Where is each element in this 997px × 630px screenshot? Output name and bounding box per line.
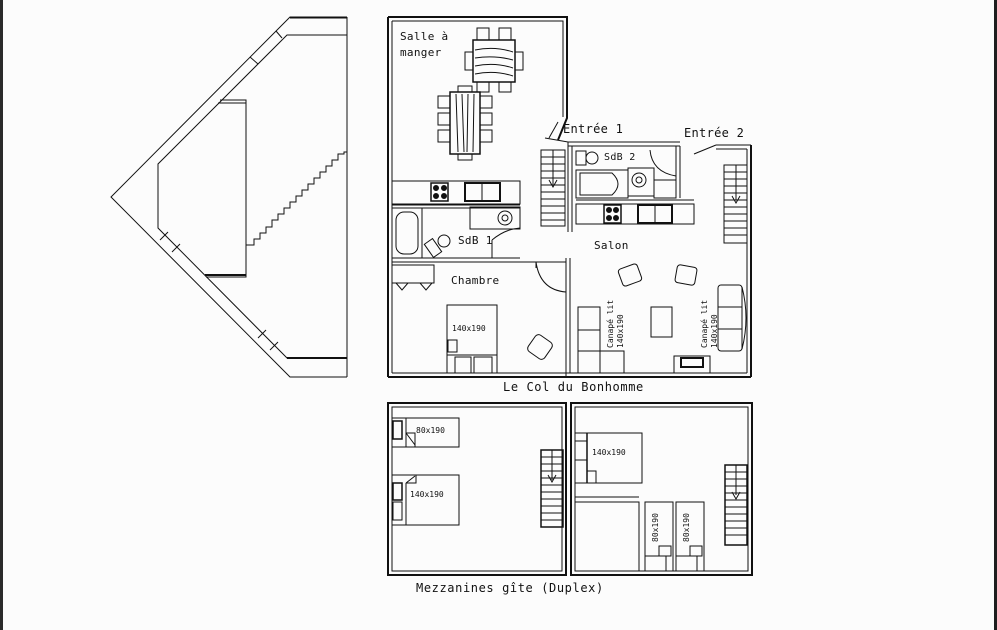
mezz-right-single-bed-1-label: 80x190	[651, 513, 660, 542]
sofa-bed-right-label-2: 140x190	[710, 314, 719, 348]
mezz-left-single-bed-label: 80x190	[416, 426, 445, 435]
room-label-entrance-1: Entrée 1	[563, 122, 624, 136]
mezzanine-plan	[387, 402, 753, 576]
room-label-living-room: Salon	[594, 239, 629, 252]
page-border-left	[0, 0, 3, 630]
mezz-right-double-bed-label: 140x190	[592, 448, 626, 457]
sofa-bed-left-label-2: 140x190	[616, 314, 625, 348]
toilet-sdb1	[423, 234, 451, 259]
mezz-left-double-bed-label: 140x190	[410, 490, 444, 499]
ground-floor-plan	[387, 16, 752, 378]
sofa-bed-left-label-1: Canapé lit	[606, 299, 615, 348]
room-label-bathroom-2: SdB 2	[604, 152, 636, 163]
section-view	[110, 16, 348, 378]
room-label-dining-line2: manger	[400, 46, 442, 59]
room-label-entrance-2: Entrée 2	[684, 126, 745, 140]
room-label-dining-line1: Salle à	[400, 30, 449, 43]
mezz-right-single-bed-2-label: 80x190	[682, 513, 691, 542]
drawing-title: Le Col du Bonhomme	[503, 380, 644, 394]
bed-size-label: 140x190	[452, 324, 486, 333]
sofa-bed-right-label-1: Canapé lit	[700, 299, 709, 348]
dining-table-horizontal	[464, 27, 524, 93]
dining-table-vertical	[437, 85, 493, 161]
page-border-right	[994, 0, 997, 630]
room-label-bedroom: Chambre	[451, 274, 500, 287]
drawing-subtitle: Mezzanines gîte (Duplex)	[416, 581, 604, 595]
room-label-bathroom-1: SdB 1	[458, 234, 493, 247]
